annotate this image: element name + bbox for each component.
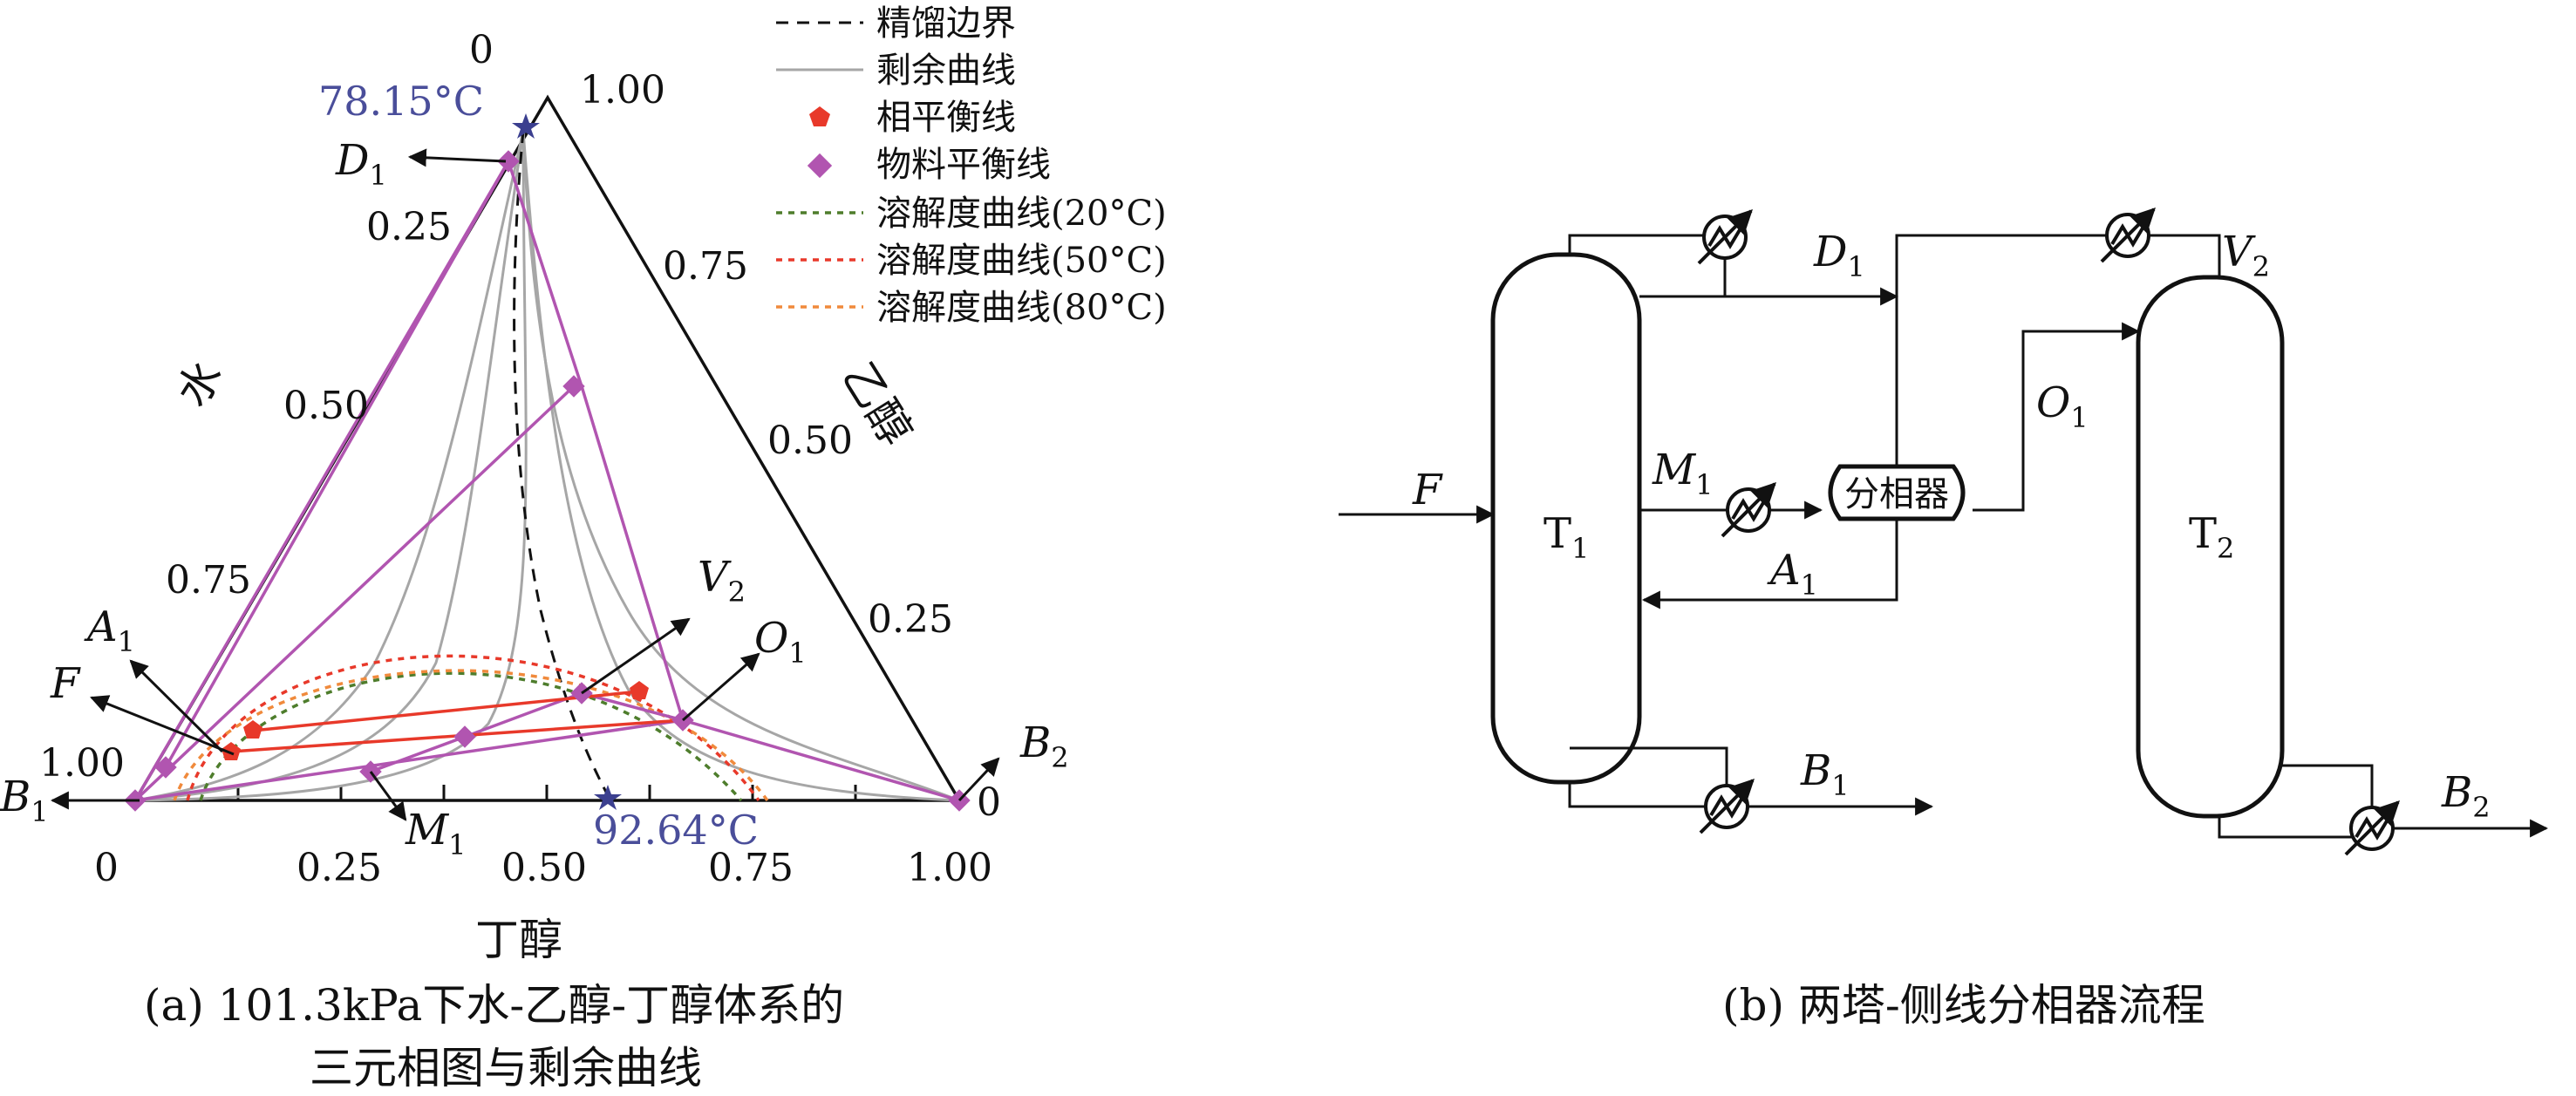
star-marker [594,785,622,810]
distillation-boundary [513,130,612,801]
legend-label-sol20: 溶解度曲线(20°C) [876,194,1167,234]
reboiler-t1-icon [1699,779,1755,834]
axis-name-butanol: 丁醇 [475,915,562,965]
left-tick-025: 0.25 [366,205,452,249]
left-tick-100: 1.00 [39,741,125,786]
t2-bottom-line [2218,816,2372,839]
material-balance-lines [133,160,960,802]
label-M1-b: M1 [1652,446,1714,501]
equilibrium-points [221,681,649,760]
bottom-tick-100: 1.00 [907,846,992,890]
pentagon-marker [221,742,241,760]
label-M1-a: M1 [405,806,467,861]
axis-name-water: 水 [167,351,233,415]
star-marker [512,113,540,139]
label-V2-a: V2 [698,553,746,609]
legend-swatch-material [807,153,833,179]
azeotrope-stars [512,113,622,810]
V2-overhead-line [1895,234,2221,466]
label-B1-a: B1 [0,773,49,828]
A1-line [1641,519,1898,609]
bottom-tick-075: 0.75 [708,846,794,890]
label-B2-a: B2 [1019,718,1069,774]
t1-overhead-vapor [1568,234,1725,255]
label-F-b: F [1412,466,1443,514]
label-A1-a: A1 [84,602,135,658]
pentagon-marker [630,681,649,699]
right-tick-100: 1.00 [580,68,665,112]
bottom-azeotrope-temperature: 92.64°C [593,807,759,854]
t1-bottom-line [1568,782,1727,808]
legend-label-equilibrium: 相平衡线 [876,98,1016,138]
right-tick-075: 0.75 [663,244,748,289]
top-azeotrope-temperature: 78.15°C [318,78,484,125]
right-tick-025: 0.25 [868,597,953,642]
legend-label-sol50: 溶解度曲线(50°C) [876,241,1167,281]
stream-arrows [50,148,1000,821]
solubility-curve-80c [173,669,769,802]
residue-curve [521,130,960,802]
reboiler-t2-icon [2344,800,2400,856]
left-tick-075: 0.75 [166,558,251,602]
legend-label-residue: 剩余曲线 [876,51,1016,91]
process-flow-diagram: T1 T2 分相器 [1339,208,2549,1031]
side-cooler-icon [1721,482,1776,538]
bottom-tick-0: 0 [94,846,119,890]
label-F-a: F [50,659,81,708]
label-A1-b: A1 [1767,546,1818,602]
legend: 精馏边界 剩余曲线 相平衡线 物料平衡线 溶解度曲线(20°C) 溶解度曲线(5… [776,3,1167,328]
caption-b: (b) 两塔-侧线分相器流程 [1722,980,2205,1031]
right-tick-0: 0 [977,780,1001,825]
label-B1-b: B1 [1800,746,1850,802]
legend-label-sol80: 溶解度曲线(80°C) [876,288,1167,328]
condenser-t1-icon [1697,209,1753,265]
diamond-marker [497,150,520,173]
heat-exchangers [1697,208,2400,856]
caption-a-line2: 三元相图与剩余曲线 [310,1043,702,1093]
label-B2-b: B2 [2441,768,2491,824]
legend-swatch-equilibrium [809,106,830,126]
legend-label-material: 物料平衡线 [876,145,1051,185]
column-T2 [2136,275,2285,819]
residue-curve [134,130,525,802]
ternary-phase-diagram: 78.15°C 92.64°C 0 0.25 0.50 0.75 1.00 1.… [0,3,1167,1093]
column-T1-label: T1 [1544,509,1589,565]
column-T2-label: T2 [2189,509,2234,565]
label-D1-a: D1 [335,136,387,192]
bottom-tick-050: 0.50 [501,846,587,890]
residue-curves [134,130,960,802]
residue-curve [134,130,528,802]
legend-label-boundary: 精馏边界 [876,3,1016,44]
decanter-label: 分相器 [1844,474,1949,514]
right-tick-050: 0.50 [767,419,853,463]
decanter [1828,464,1966,521]
label-V2-b: V2 [2222,228,2270,283]
condenser-t2-icon [2100,208,2156,263]
left-tick-050: 0.50 [283,384,369,428]
pentagon-marker [243,720,262,739]
label-D1-b: D1 [1813,228,1865,283]
diamond-marker [562,375,585,398]
label-O1-b: O1 [2036,378,2089,434]
diamond-marker [453,725,476,748]
bottom-tick-025: 0.25 [296,846,382,890]
left-tick-0: 0 [469,28,494,72]
O1-line [1973,322,2141,512]
caption-a-line1: (a) 101.3kPa下水-乙醇-丁醇体系的 [144,980,844,1031]
diamond-marker [154,756,177,779]
label-O1-a: O1 [754,614,807,670]
